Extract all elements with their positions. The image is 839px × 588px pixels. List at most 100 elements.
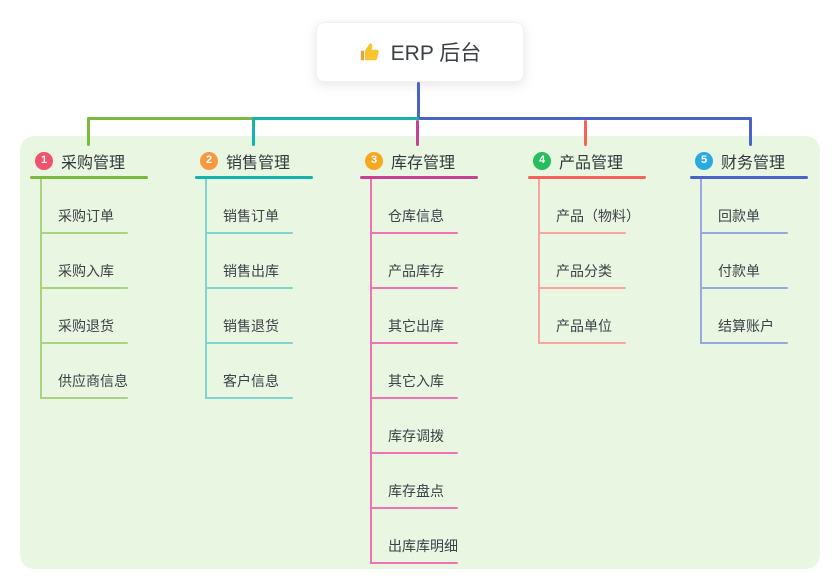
node-underline (538, 287, 626, 289)
node-label: 付款单 (718, 263, 760, 279)
node-underline (700, 287, 788, 289)
root-stem-line (417, 82, 420, 120)
branch-inventory-title[interactable]: 3 库存管理 (360, 145, 478, 176)
node-label: 结算账户 (718, 318, 774, 334)
node-label: 销售出库 (223, 263, 279, 279)
trunk-line (538, 179, 540, 344)
node-underline (205, 397, 293, 399)
node-underline (538, 232, 626, 234)
branch-title-label: 销售管理 (226, 154, 291, 172)
branch-product-badge: 4 (533, 151, 551, 170)
drop-line-branch3 (416, 120, 419, 146)
node-label: 回款单 (718, 208, 760, 224)
node-product-stock[interactable]: 产品库存 (360, 234, 478, 289)
node-label: 产品单位 (556, 318, 612, 334)
node-underline (40, 287, 128, 289)
node-label: 供应商信息 (58, 373, 128, 389)
drop-line-branch5 (749, 117, 752, 146)
node-outbound-detail[interactable]: 出库库明细 (360, 509, 478, 564)
branch-sales-title[interactable]: 2 销售管理 (195, 145, 313, 176)
node-label: 采购订单 (58, 208, 114, 224)
trunk-line (205, 179, 207, 399)
branch-inventory-badge: 3 (365, 151, 383, 170)
node-underline (40, 232, 128, 234)
branch-title-label: 采购管理 (61, 154, 126, 172)
branch-purchase-badge: 1 (35, 151, 53, 170)
node-sales-order[interactable]: 销售订单 (195, 179, 313, 234)
branch-finance-underline (690, 176, 808, 179)
node-underline (370, 232, 458, 234)
node-label: 采购入库 (58, 263, 114, 279)
node-label: 销售退货 (223, 318, 279, 334)
mindmap-panel (20, 136, 820, 569)
branch-product-children: 产品（物料） 产品分类 产品单位 (528, 179, 646, 344)
node-label: 产品分类 (556, 263, 612, 279)
node-stock-transfer[interactable]: 库存调拨 (360, 399, 478, 454)
node-underline (205, 287, 293, 289)
node-label: 库存调拨 (388, 428, 444, 444)
node-underline (205, 232, 293, 234)
thumbs-up-icon (359, 41, 381, 63)
branch-purchase-title[interactable]: 1 采购管理 (30, 145, 148, 176)
node-supplier-info[interactable]: 供应商信息 (30, 344, 148, 399)
node-product-material[interactable]: 产品（物料） (528, 179, 646, 234)
branch-inventory-children: 仓库信息 产品库存 其它出库 其它入库 库存调拨 库存盘点 出库库明细 (360, 179, 478, 564)
node-underline (370, 342, 458, 344)
bus-line-green (87, 117, 253, 120)
node-underline (538, 342, 626, 344)
branch-purchase-underline (30, 176, 148, 179)
node-stock-taking[interactable]: 库存盘点 (360, 454, 478, 509)
root-node-label: ERP 后台 (390, 42, 482, 65)
node-underline (370, 397, 458, 399)
drop-line-branch4 (584, 120, 587, 146)
branch-finance-title[interactable]: 5 财务管理 (690, 145, 808, 176)
branch-inventory-underline (360, 176, 478, 179)
bus-line-blue (419, 117, 752, 120)
trunk-line (700, 179, 702, 344)
node-label: 其它出库 (388, 318, 444, 334)
trunk-line (370, 179, 372, 564)
node-label: 采购退货 (58, 318, 114, 334)
node-product-unit[interactable]: 产品单位 (528, 289, 646, 344)
node-underline (370, 562, 458, 564)
node-settlement-account[interactable]: 结算账户 (690, 289, 808, 344)
branch-sales-underline (195, 176, 313, 179)
branch-sales-children: 销售订单 销售出库 销售退货 客户信息 (195, 179, 313, 399)
branch-sales: 2 销售管理 销售订单 销售出库 销售退货 客户信息 (195, 145, 313, 399)
node-underline (700, 232, 788, 234)
bus-line-teal (252, 117, 419, 120)
branch-title-label: 产品管理 (559, 154, 624, 172)
branch-finance-children: 回款单 付款单 结算账户 (690, 179, 808, 344)
node-underline (40, 342, 128, 344)
branch-product-underline (528, 176, 646, 179)
node-purchase-return[interactable]: 采购退货 (30, 289, 148, 344)
node-label: 仓库信息 (388, 208, 444, 224)
branch-title-label: 财务管理 (721, 154, 786, 172)
branch-purchase-children: 采购订单 采购入库 采购退货 供应商信息 (30, 179, 148, 399)
branch-product: 4 产品管理 产品（物料） 产品分类 产品单位 (528, 145, 646, 344)
node-label: 出库库明细 (388, 538, 458, 554)
node-purchase-inbound[interactable]: 采购入库 (30, 234, 148, 289)
branch-sales-badge: 2 (200, 151, 218, 170)
branch-finance: 5 财务管理 回款单 付款单 结算账户 (690, 145, 808, 344)
node-label: 产品库存 (388, 263, 444, 279)
node-purchase-order[interactable]: 采购订单 (30, 179, 148, 234)
node-warehouse-info[interactable]: 仓库信息 (360, 179, 478, 234)
branch-title-label: 库存管理 (391, 154, 456, 172)
node-payment-bill[interactable]: 付款单 (690, 234, 808, 289)
trunk-line (40, 179, 42, 399)
branch-purchase: 1 采购管理 采购订单 采购入库 采购退货 供应商信息 (30, 145, 148, 399)
node-product-category[interactable]: 产品分类 (528, 234, 646, 289)
node-underline (370, 452, 458, 454)
node-underline (370, 507, 458, 509)
branch-product-title[interactable]: 4 产品管理 (528, 145, 646, 176)
node-receipt-bill[interactable]: 回款单 (690, 179, 808, 234)
node-sales-outbound[interactable]: 销售出库 (195, 234, 313, 289)
node-customer-info[interactable]: 客户信息 (195, 344, 313, 399)
node-other-outbound[interactable]: 其它出库 (360, 289, 478, 344)
branch-inventory: 3 库存管理 仓库信息 产品库存 其它出库 其它入库 库存调拨 库存盘点 (360, 145, 478, 564)
node-other-inbound[interactable]: 其它入库 (360, 344, 478, 399)
node-underline (40, 397, 128, 399)
root-node-erp[interactable]: ERP 后台 (316, 22, 524, 82)
node-sales-return[interactable]: 销售退货 (195, 289, 313, 344)
